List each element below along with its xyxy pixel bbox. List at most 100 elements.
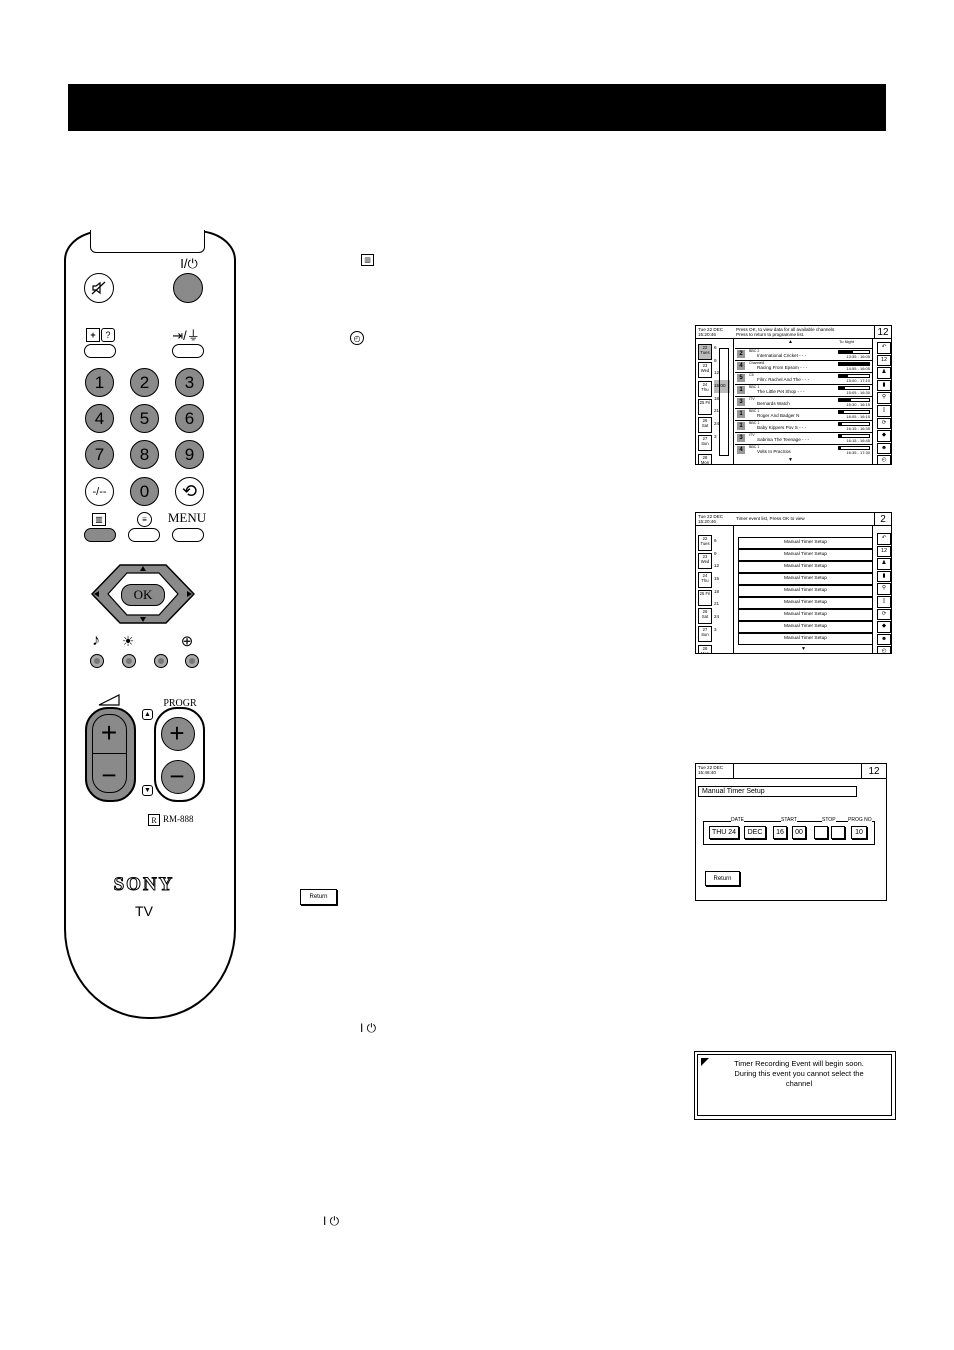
page-icon[interactable]: ▯ (877, 595, 891, 608)
time-scroll-track[interactable] (719, 348, 729, 456)
green-button[interactable] (122, 654, 136, 668)
mute-button[interactable] (84, 273, 114, 303)
number-button-1[interactable]: 1 (85, 368, 114, 397)
number-icon[interactable]: 12 (877, 545, 891, 558)
programme-progress-fill (839, 434, 842, 437)
number-button-6[interactable]: 6 (175, 404, 204, 433)
date-month-field[interactable]: DEC (744, 826, 766, 839)
person-icon[interactable]: ♟ (877, 558, 891, 570)
number-button-5[interactable]: 5 (130, 404, 159, 433)
teletext-button[interactable] (128, 528, 160, 542)
volume-rocker[interactable]: + − (85, 707, 136, 802)
epg-icon: ▥ (361, 254, 374, 266)
timer-event-row[interactable]: Manual Timer Setup (738, 585, 873, 597)
book-icon[interactable]: ▮ (877, 570, 891, 583)
film-icon[interactable]: ◆ (877, 621, 891, 633)
day-cell[interactable]: 25 Fri (698, 398, 712, 415)
person-icon[interactable]: ♟ (877, 367, 891, 379)
timer-icon[interactable]: ◴ (877, 455, 891, 464)
blue-button[interactable] (185, 654, 199, 668)
day-cell[interactable]: 27 Sun (698, 626, 712, 643)
timer-event-row[interactable]: Manual Timer Setup (738, 633, 873, 645)
day-cell[interactable]: 26 Sat (698, 417, 712, 434)
number-button-8[interactable]: 8 (130, 440, 159, 469)
ok-button[interactable]: OK (121, 584, 165, 606)
number-button-0[interactable]: 0 (130, 477, 159, 506)
start-hour-field[interactable]: 16 (773, 826, 787, 839)
timer-event-row[interactable]: Manual Timer Setup (738, 597, 873, 609)
timer-event-row[interactable]: Manual Timer Setup (738, 621, 873, 633)
page-icon[interactable]: ▯ (877, 404, 891, 417)
red-button[interactable] (90, 654, 104, 668)
day-cell[interactable]: 28 Mon (698, 453, 712, 464)
power-button[interactable] (173, 273, 203, 303)
programme-progress (838, 409, 870, 414)
day-cell[interactable]: 22 Tues (698, 344, 712, 360)
number-button-4[interactable]: 4 (85, 404, 114, 433)
start-minute-field[interactable]: 00 (792, 826, 806, 839)
film-icon[interactable]: ◆ (877, 430, 891, 442)
day-cell[interactable]: 27 Sun (698, 435, 712, 452)
timer-event-row[interactable]: Manual Timer Setup (738, 573, 873, 585)
back-icon[interactable]: ↶ (877, 533, 891, 545)
input-select-button[interactable] (172, 344, 204, 358)
search-icon[interactable]: ⚲ (877, 583, 891, 595)
info-button[interactable] (84, 344, 116, 358)
search-icon[interactable]: ⚲ (877, 392, 891, 404)
timer-event-row[interactable]: Manual Timer Setup (738, 561, 873, 573)
menu-button[interactable] (172, 528, 204, 542)
timer-event-row[interactable]: Manual Timer Setup (738, 609, 873, 621)
day-cell[interactable]: 25 Fri (698, 589, 712, 606)
back-icon[interactable]: ↶ (877, 342, 891, 354)
programme-rocker[interactable]: + − (154, 707, 205, 802)
model-label: RM-888 (163, 814, 194, 824)
mask-icon[interactable]: ☻ (877, 442, 891, 455)
book-icon[interactable]: ▮ (877, 379, 891, 392)
refresh-icon[interactable]: ⟳ (877, 608, 891, 621)
programme-time: 15:00 - 17:10 (846, 377, 870, 383)
day-cell[interactable]: 24 Thu (698, 571, 712, 588)
dash-button[interactable]: -/-- (85, 477, 114, 506)
number-button-7[interactable]: 7 (85, 440, 114, 469)
programme-channel: BBC 1 (749, 408, 760, 413)
stop-minute-field[interactable] (831, 826, 845, 839)
swap-button[interactable]: ⟲ (175, 477, 204, 506)
timer-event-row[interactable]: Manual Timer Setup (738, 549, 873, 561)
date-day-field[interactable]: THU 24 (709, 826, 739, 839)
number-button-2[interactable]: 2 (130, 368, 159, 397)
stop-hour-field[interactable] (814, 826, 828, 839)
day-cell[interactable]: 26 Sat (698, 608, 712, 625)
programme-progress-fill (839, 362, 869, 365)
yellow-button[interactable] (154, 654, 168, 668)
refresh-icon[interactable]: ⟳ (877, 417, 891, 430)
number-button-9[interactable]: 9 (175, 440, 204, 469)
number-icon[interactable]: 12 (877, 354, 891, 367)
day-cell[interactable]: 22 Tues (698, 535, 712, 551)
day-cell[interactable]: 23 Wed (698, 362, 712, 379)
day-cell[interactable]: 24 Thu (698, 380, 712, 397)
return-button[interactable]: Return (705, 871, 740, 886)
prog-number-field[interactable]: 10 (851, 826, 867, 839)
day-cell[interactable]: 23 Wed (698, 553, 712, 570)
timer-icon[interactable]: ◴ (877, 646, 891, 653)
programme-progress (838, 361, 870, 366)
day-cell[interactable]: 28 Mon (698, 644, 712, 653)
programme-time: 16:15 - 16:45 (846, 437, 870, 443)
number-button-3[interactable]: 3 (175, 368, 204, 397)
programme-channel: ITV (749, 432, 755, 437)
guide-button[interactable] (84, 528, 116, 542)
remote-body (64, 230, 236, 1019)
timer-event-row[interactable]: Manual Timer Setup (738, 537, 873, 549)
programme-time: 13:35 - 16:05 (846, 353, 870, 359)
programme-channel: BBC 1 (749, 444, 760, 449)
mask-icon[interactable]: ☻ (877, 633, 891, 646)
